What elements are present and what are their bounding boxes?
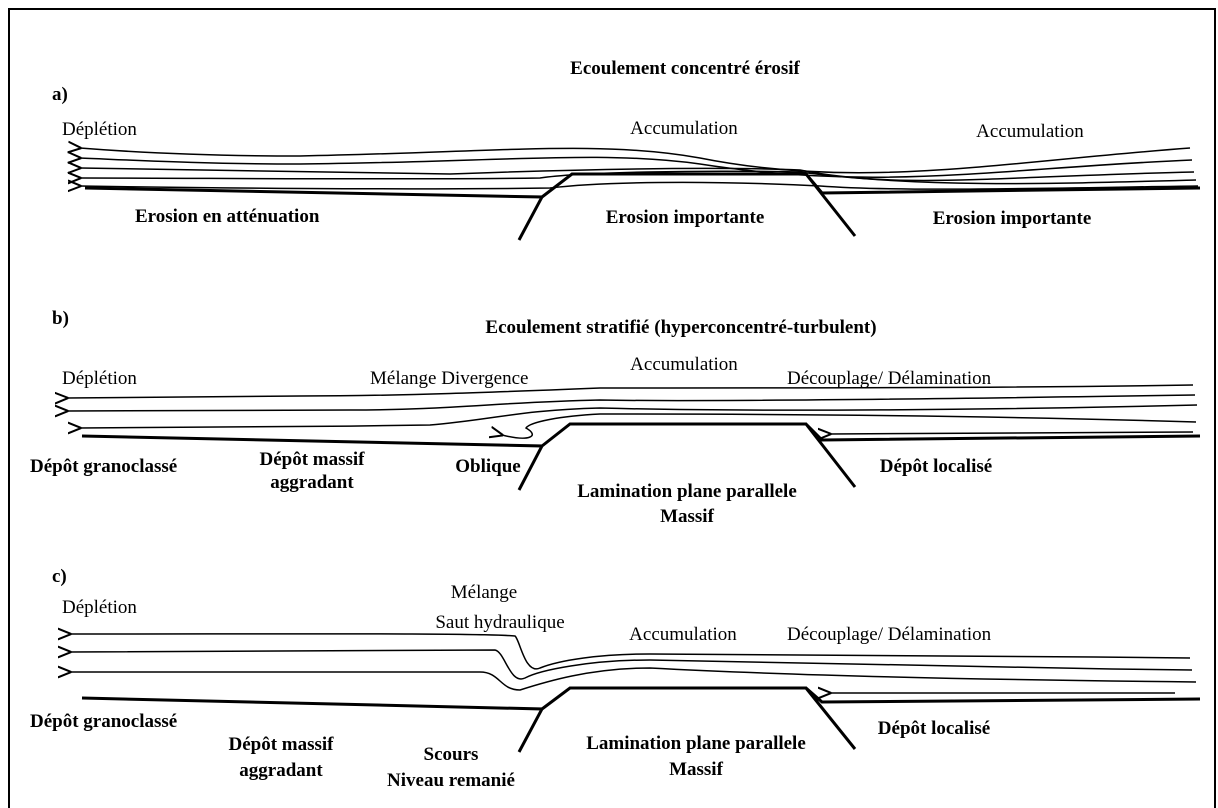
panel-c-flow-1 <box>70 634 1191 670</box>
panel-b-flow-recirc <box>502 413 1197 439</box>
panel-b-flow-3 <box>80 404 1198 428</box>
panel-b-flow-local <box>830 432 1194 434</box>
panel-b: b) Ecoulement stratifié (hyperconcentré-… <box>30 308 1201 527</box>
panel-b-lamination-2: Massif <box>660 506 715 527</box>
panel-c-lamination-2: Massif <box>669 759 724 780</box>
panel-c-flow-3 <box>70 668 1197 691</box>
panel-a-erosion-right: Erosion importante <box>933 208 1092 229</box>
panel-b-depot-massif-1: Dépôt massif <box>259 449 365 470</box>
panel-a-flow-5 <box>80 182 1199 189</box>
panel-a: Ecoulement concentré érosif a) Déplétion… <box>52 58 1201 241</box>
panel-a-erosion-attenuation: Erosion en atténuation <box>135 206 320 227</box>
panel-c-depot-massif-2: aggradant <box>239 760 323 781</box>
panel-c-depot-massif-1: Dépôt massif <box>228 734 334 755</box>
panel-b-decouplage: Découplage/ Délamination <box>787 368 992 389</box>
panel-c-accumulation: Accumulation <box>629 624 737 645</box>
panel-a-letter: a) <box>52 84 68 105</box>
panel-c-lamination-1: Lamination plane parallele <box>586 733 806 754</box>
panel-c-saut: Saut hydraulique <box>435 612 564 633</box>
panel-b-flow-1 <box>67 384 1194 398</box>
panel-a-erosion-center: Erosion importante <box>606 207 765 228</box>
panel-c-scours-2: Niveau remanié <box>387 770 515 791</box>
panel-c-bed <box>81 686 1201 753</box>
panel-c: c) Déplétion Mélange Saut hydraulique Ac… <box>30 566 1201 791</box>
panel-c-decouplage: Découplage/ Délamination <box>787 624 992 645</box>
figure-frame <box>8 8 1216 808</box>
panel-b-lamination-1: Lamination plane parallele <box>577 481 797 502</box>
panel-c-letter: c) <box>52 566 67 587</box>
panel-a-accumulation-right: Accumulation <box>976 121 1084 142</box>
panel-a-depletion: Déplétion <box>62 119 137 140</box>
panel-a-flow-2 <box>80 157 1193 178</box>
panel-a-bed <box>84 172 1201 241</box>
panel-b-depot-granoclasse: Dépôt granoclassé <box>30 456 177 477</box>
panel-b-oblique: Oblique <box>455 456 520 477</box>
panel-b-depletion: Déplétion <box>62 368 137 389</box>
panel-a-title: Ecoulement concentré érosif <box>570 58 800 79</box>
panel-c-depletion: Déplétion <box>62 597 137 618</box>
panel-c-depot-granoclasse: Dépôt granoclassé <box>30 711 177 732</box>
panel-b-flow-2 <box>67 394 1196 411</box>
panel-b-depot-massif-2: aggradant <box>270 472 354 493</box>
panel-c-melange: Mélange <box>451 582 517 603</box>
panel-a-flow-3 <box>80 168 1195 182</box>
panel-c-depot-localise: Dépôt localisé <box>878 718 990 739</box>
panel-b-depot-localise: Dépôt localisé <box>880 456 992 477</box>
panel-b-accumulation: Accumulation <box>630 354 738 375</box>
panel-b-melange-divergence: Mélange Divergence <box>370 368 528 389</box>
panel-b-title: Ecoulement stratifié (hyperconcentré-tur… <box>485 317 876 338</box>
panel-b-letter: b) <box>52 308 69 329</box>
panel-a-accumulation-center: Accumulation <box>630 118 738 139</box>
panel-a-flow-4 <box>80 170 1197 183</box>
panel-c-flow-2 <box>70 650 1193 680</box>
panel-c-scours-1: Scours <box>424 744 479 765</box>
panel-a-flow-1 <box>80 148 1191 174</box>
